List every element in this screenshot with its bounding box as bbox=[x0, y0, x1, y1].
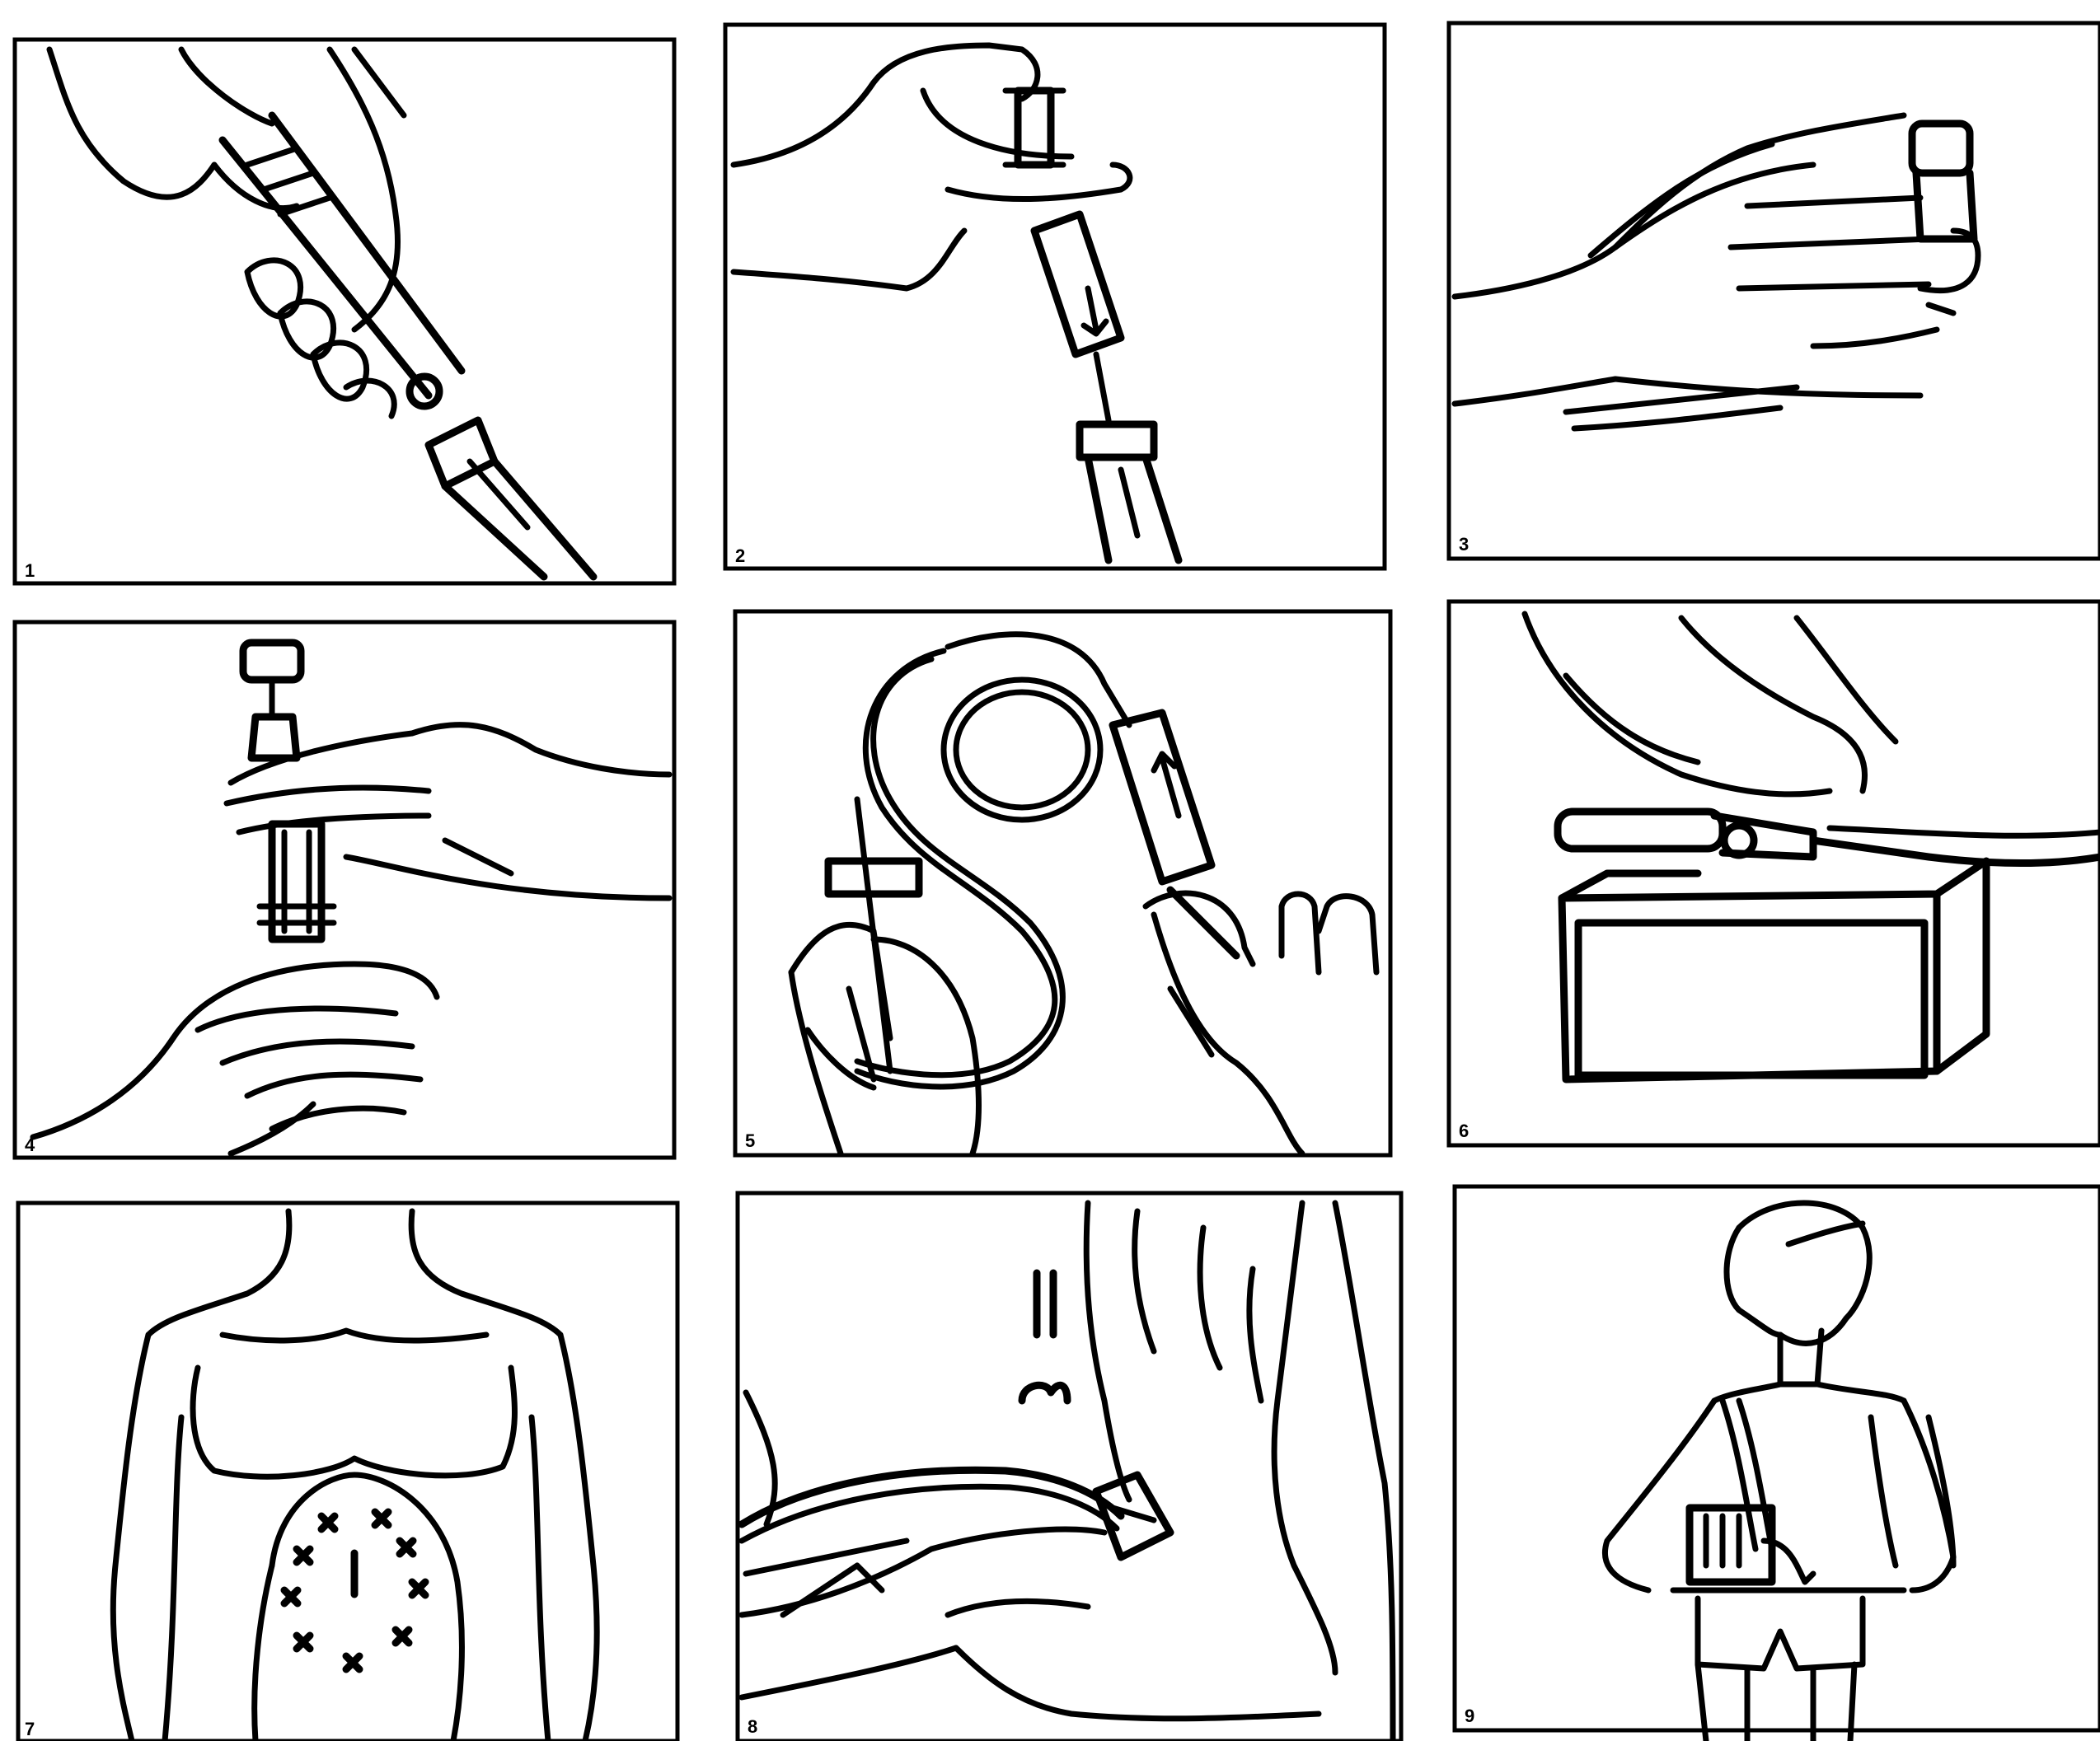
panel-2: 2 bbox=[725, 25, 1385, 569]
panel-frame bbox=[738, 1193, 1401, 1741]
panel-number: 4 bbox=[25, 1135, 35, 1155]
panel-frame bbox=[1449, 601, 2100, 1145]
panel-number: 2 bbox=[735, 545, 745, 566]
panel-9: 9 bbox=[1455, 1186, 2100, 1741]
panel-frame bbox=[1455, 1186, 2100, 1730]
panel-number: 5 bbox=[745, 1130, 755, 1151]
panel-number: 8 bbox=[748, 1716, 757, 1737]
panel-frame bbox=[1449, 23, 2100, 559]
panel-number: 9 bbox=[1465, 1706, 1474, 1726]
panel-8: 8 bbox=[738, 1193, 1401, 1741]
panel-3: 3 bbox=[1449, 23, 2100, 559]
panel-number: 6 bbox=[1459, 1121, 1469, 1141]
panel-number: 1 bbox=[25, 560, 35, 581]
panel-number: 3 bbox=[1459, 534, 1469, 555]
panel-6: 6 bbox=[1449, 601, 2100, 1145]
panel-7: 7 bbox=[18, 1203, 677, 1741]
panel-4: 4 bbox=[15, 622, 674, 1158]
panel-frame bbox=[15, 40, 674, 583]
panel-1: 1 bbox=[15, 40, 674, 583]
panel-number: 7 bbox=[25, 1719, 35, 1739]
panel-5: 5 bbox=[735, 611, 1390, 1155]
